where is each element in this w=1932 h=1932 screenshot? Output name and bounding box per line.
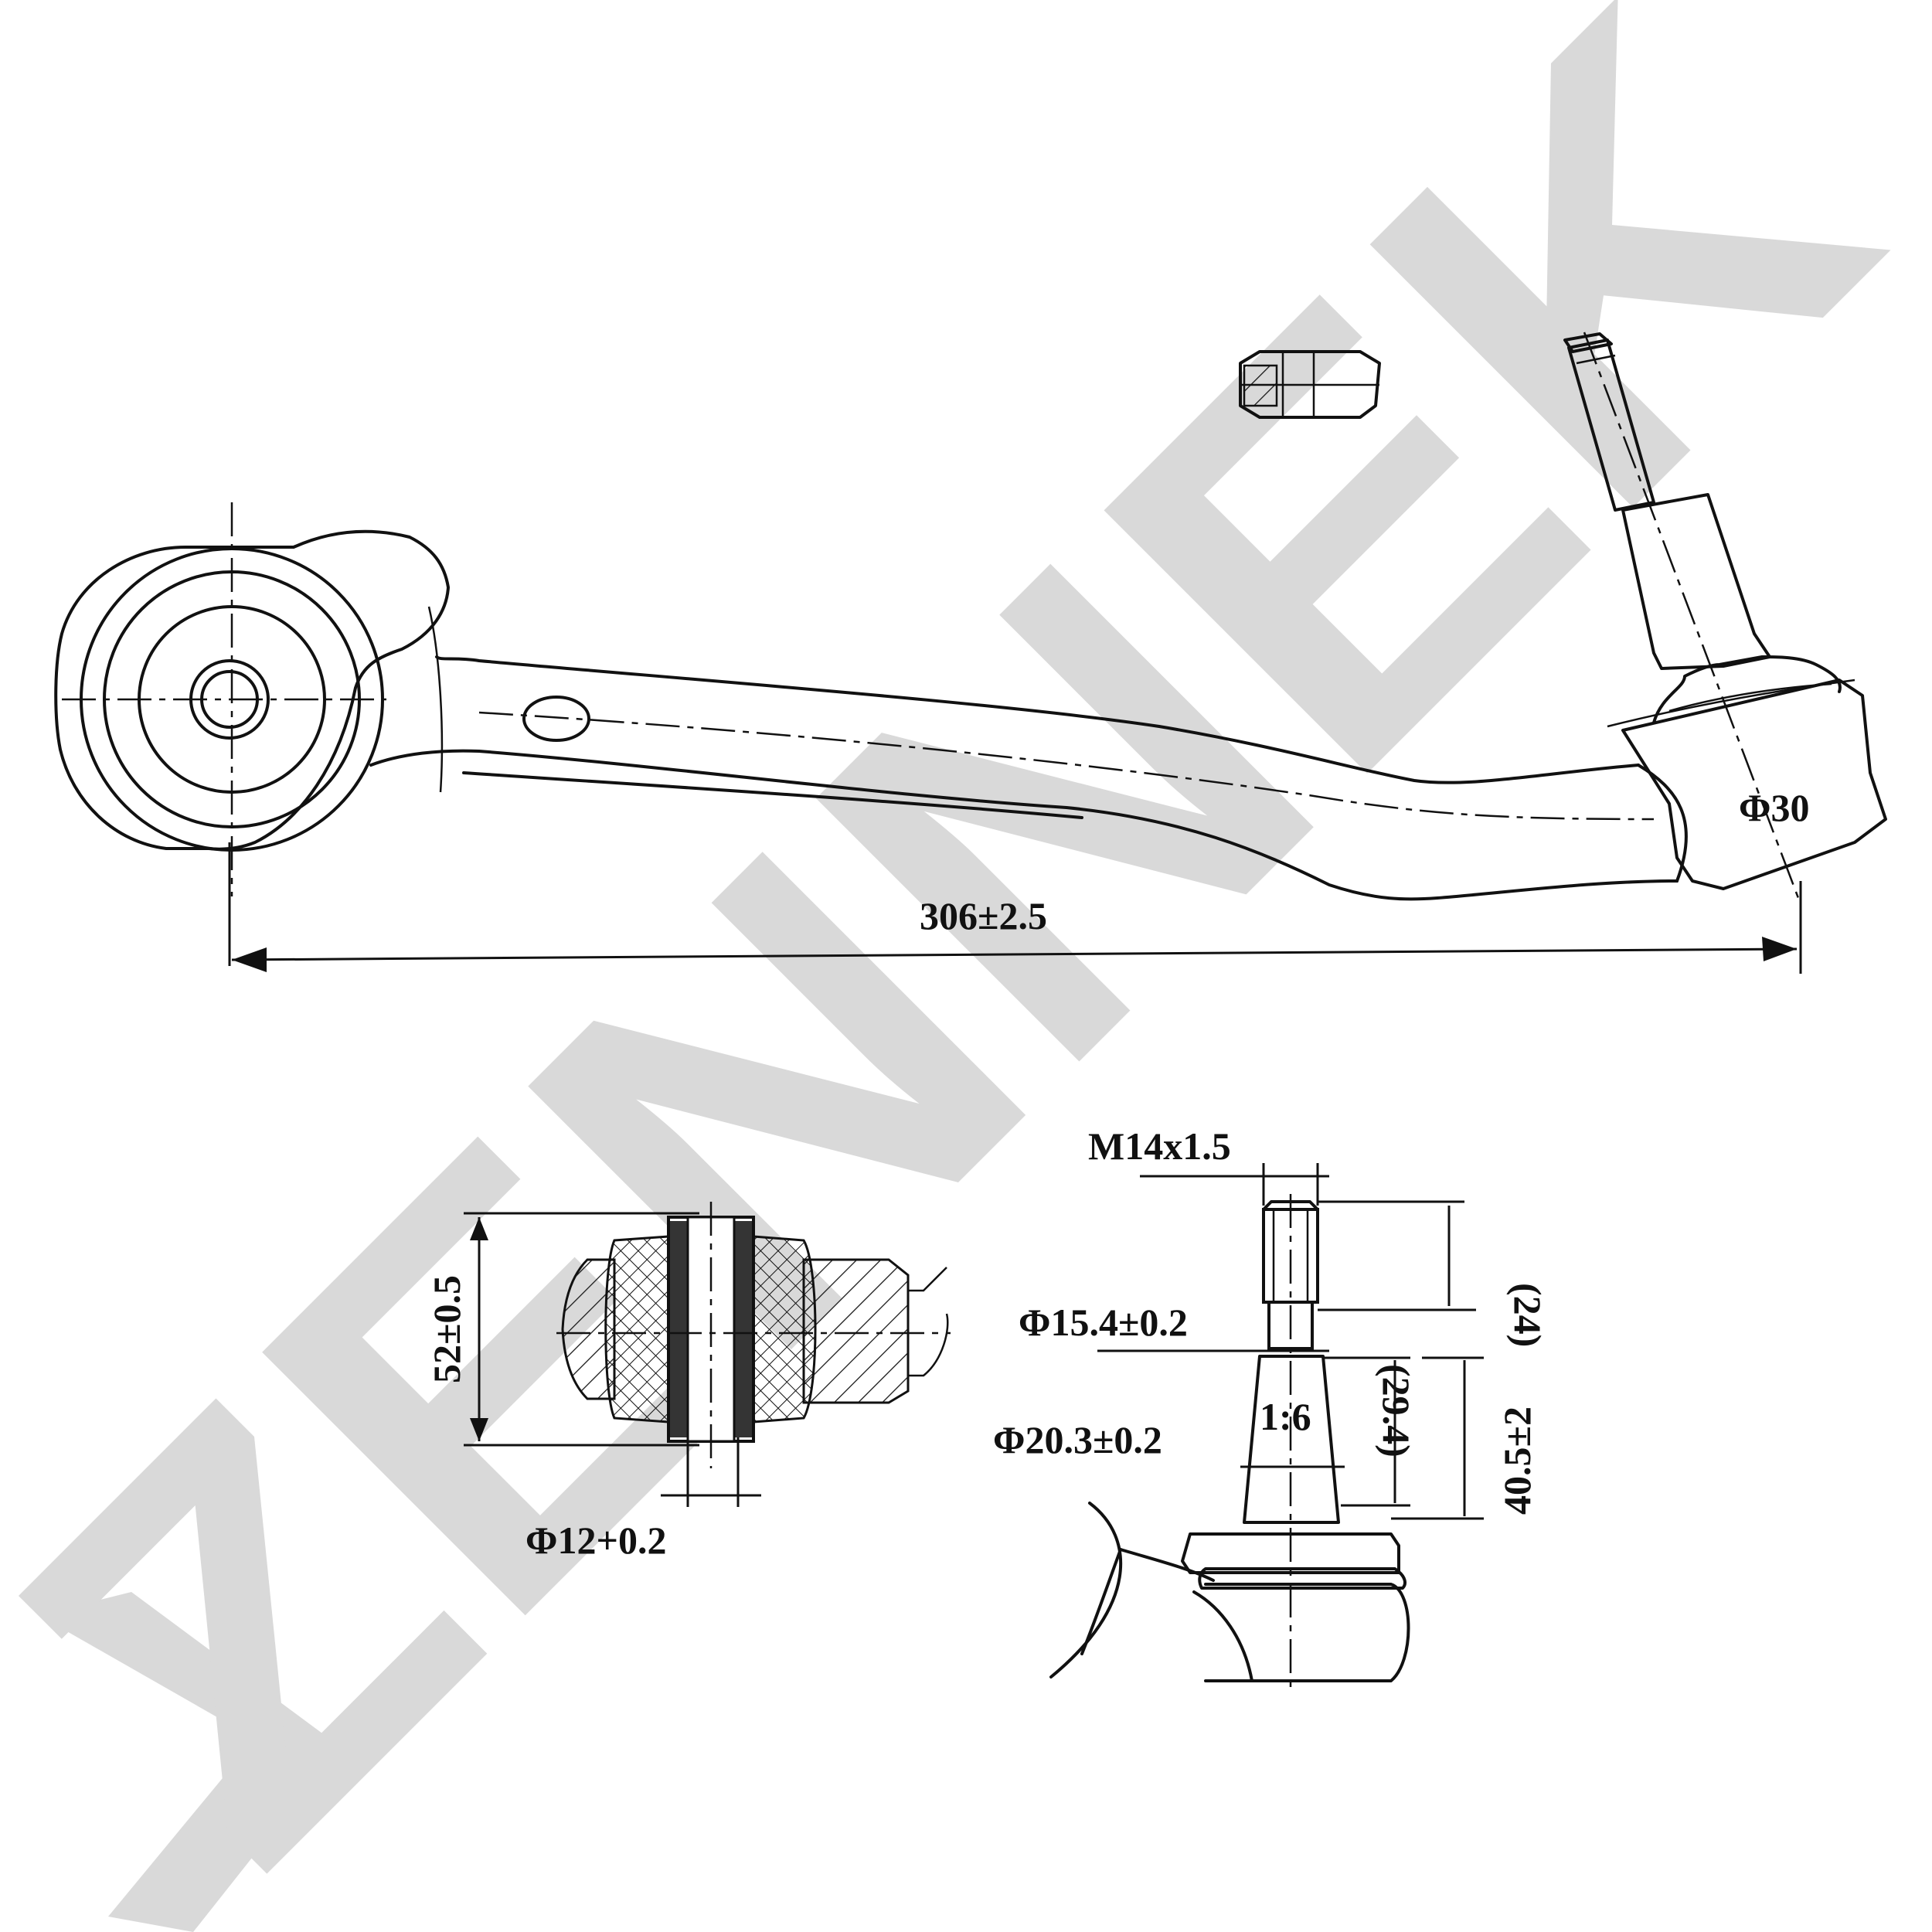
- thread-length-label: (24): [1506, 1283, 1549, 1347]
- bushing-section-view: 52±0.5 Φ12+0.2: [425, 1202, 951, 1562]
- arm-body-bottom-edge: [369, 749, 1679, 901]
- arm-section-line: [427, 606, 444, 793]
- ball-joint-thread: [1567, 338, 1655, 512]
- overall-length-dimension: 306±2.5: [228, 842, 1802, 974]
- neck-diameter-label: Φ15.4±0.2: [1019, 1301, 1188, 1344]
- ball-joint-thread-tip: [1563, 332, 1613, 353]
- ball-joint-stud: [1621, 493, 1771, 670]
- watermark-chevron: [39, 1592, 340, 1932]
- bushing-bore-label: Φ12+0.2: [526, 1519, 666, 1562]
- arm-body-top-edge: [435, 655, 1640, 784]
- ball-joint-boot-fold: [1668, 682, 1832, 713]
- ball-diameter-label: Φ30: [1739, 786, 1809, 829]
- arm-slot: [522, 696, 590, 742]
- control-arm-top-view: [54, 332, 1887, 905]
- thread-label: M14x1.5: [1088, 1124, 1231, 1168]
- ball-joint-housing: [1621, 679, 1887, 890]
- stud-height-label: 40.5±2: [1495, 1406, 1539, 1515]
- arm-body-inner-edge: [462, 771, 1083, 819]
- taper-label: 1:6: [1260, 1395, 1311, 1438]
- ball-joint-boot: [1652, 655, 1842, 724]
- arm-eye-outline: [54, 529, 450, 851]
- taper-length-label: (29.4): [1375, 1364, 1418, 1458]
- lock-nut: [1239, 350, 1381, 419]
- ball-joint-side-view: M14x1.5 (24) Φ15.4±0.2 1:6 (29.4) 40.5±2…: [993, 1124, 1549, 1689]
- base-diameter-label: Φ20.3±0.2: [993, 1418, 1162, 1461]
- overall-length-label: 306±2.5: [920, 894, 1047, 937]
- bushing-length-label: 52±0.5: [425, 1275, 468, 1383]
